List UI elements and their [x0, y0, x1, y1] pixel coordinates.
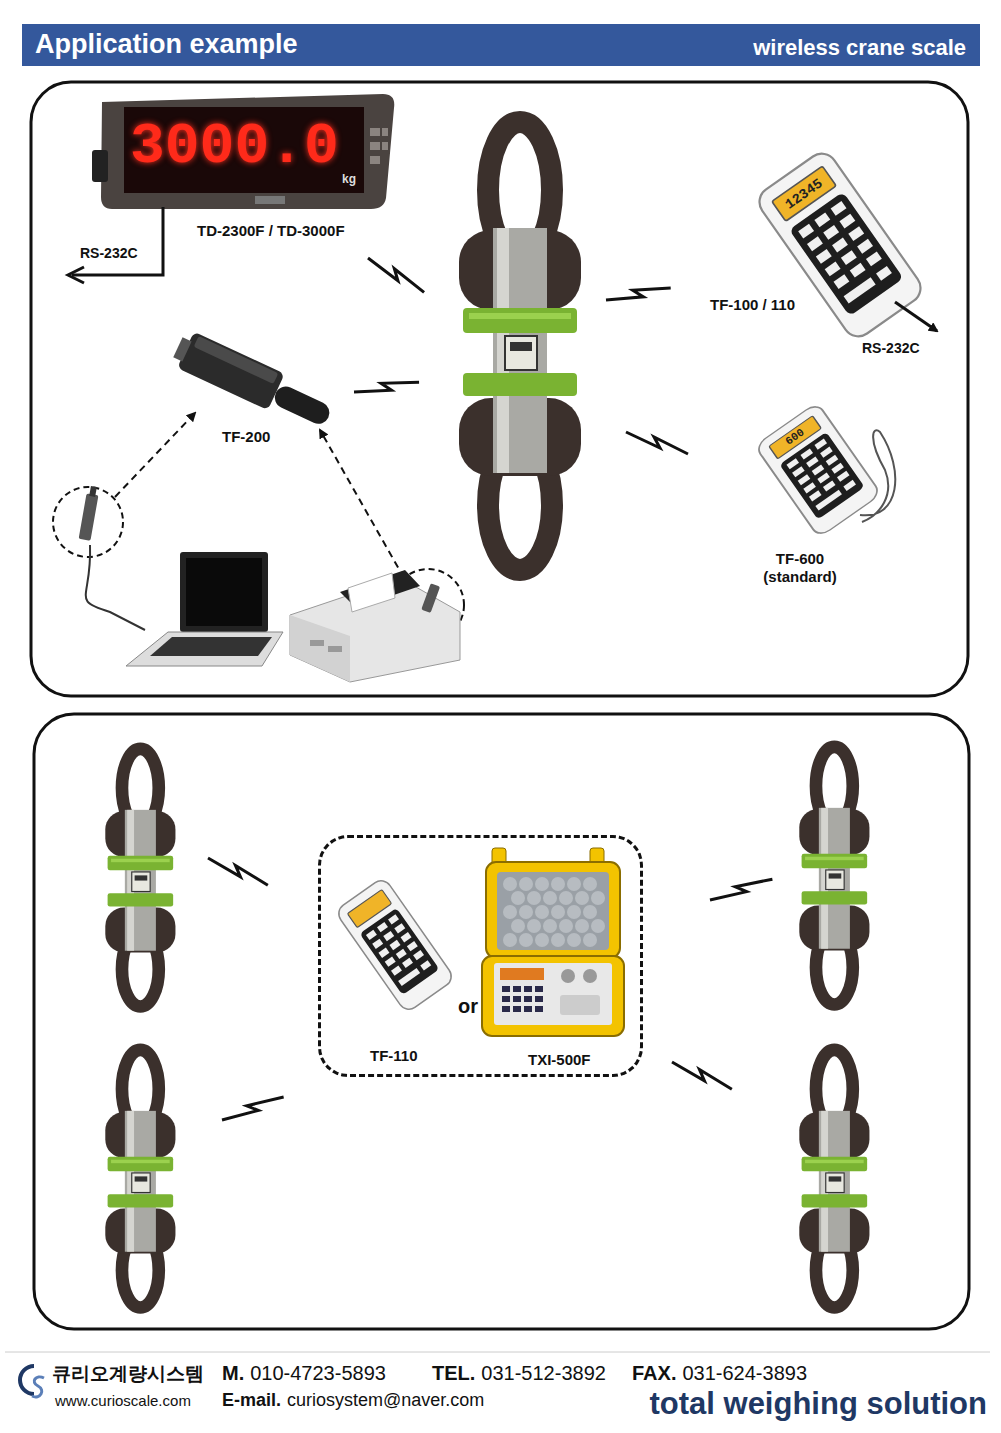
device-label: TF-110 — [370, 1047, 418, 1064]
device-label: TF-200 — [222, 428, 270, 445]
connector-word: or — [458, 995, 478, 1018]
port-label: RS-232C — [862, 340, 920, 356]
contact-value: 010-4723-5893 — [250, 1362, 386, 1385]
device-name: TF-200 — [222, 428, 270, 445]
device-name: TF-110 — [370, 1047, 418, 1064]
device-name: TXI-500F — [528, 1051, 591, 1068]
website: www.curioscale.com — [55, 1392, 191, 1409]
contact-value: 031-512-3892 — [481, 1362, 606, 1385]
device-label: TXI-500F — [528, 1051, 591, 1068]
contact-value: curiosystem@naver.com — [287, 1390, 484, 1411]
device-name: TF-100 / 110 — [710, 296, 795, 313]
contact-key: E-mail. — [222, 1390, 281, 1411]
contact-key: TEL. — [432, 1362, 475, 1385]
company-name: 큐리오계량시스템 — [52, 1361, 204, 1387]
contact-value: 031-624-3893 — [682, 1362, 807, 1385]
device-label: TD-2300F / TD-3000F — [197, 222, 345, 239]
device-name: TD-2300F / TD-3000F — [197, 222, 345, 239]
header-subtitle: wireless crane scale — [753, 35, 966, 61]
device-label: TF-600 (standard) — [750, 550, 850, 586]
device-label: TF-100 / 110 — [710, 296, 795, 313]
header-title: Application example — [35, 29, 298, 60]
contact-key: M. — [222, 1362, 244, 1385]
contact-key: FAX. — [632, 1362, 676, 1385]
port-label: RS-232C — [80, 245, 138, 261]
unit-mark: kg — [342, 172, 356, 186]
option-group: orTF-110 TXI-500F — [318, 835, 643, 1077]
display-reading: 3000.0 — [130, 118, 339, 176]
slogan: total weighing solution — [649, 1386, 987, 1422]
device-name: TF-600 (standard) — [750, 550, 850, 586]
